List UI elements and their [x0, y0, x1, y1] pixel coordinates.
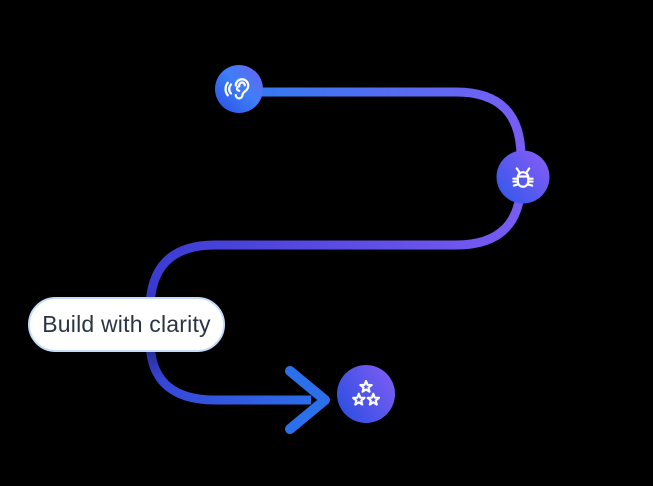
listen-node-circle [215, 65, 263, 113]
build-with-clarity-label: Build with clarity [28, 297, 225, 352]
node-listen [215, 65, 263, 113]
flow-path-segment-top [235, 87, 526, 182]
three-stars-icon [352, 379, 381, 406]
ear-listen-icon [224, 78, 250, 100]
bug-icon [512, 167, 534, 188]
arrow-right-icon [285, 366, 330, 434]
stars-node-circle [337, 365, 395, 423]
label-text: Build with clarity [42, 311, 211, 337]
flow-path-segment-middle [145, 172, 526, 325]
node-stars [337, 365, 395, 423]
node-bug [496, 150, 550, 204]
